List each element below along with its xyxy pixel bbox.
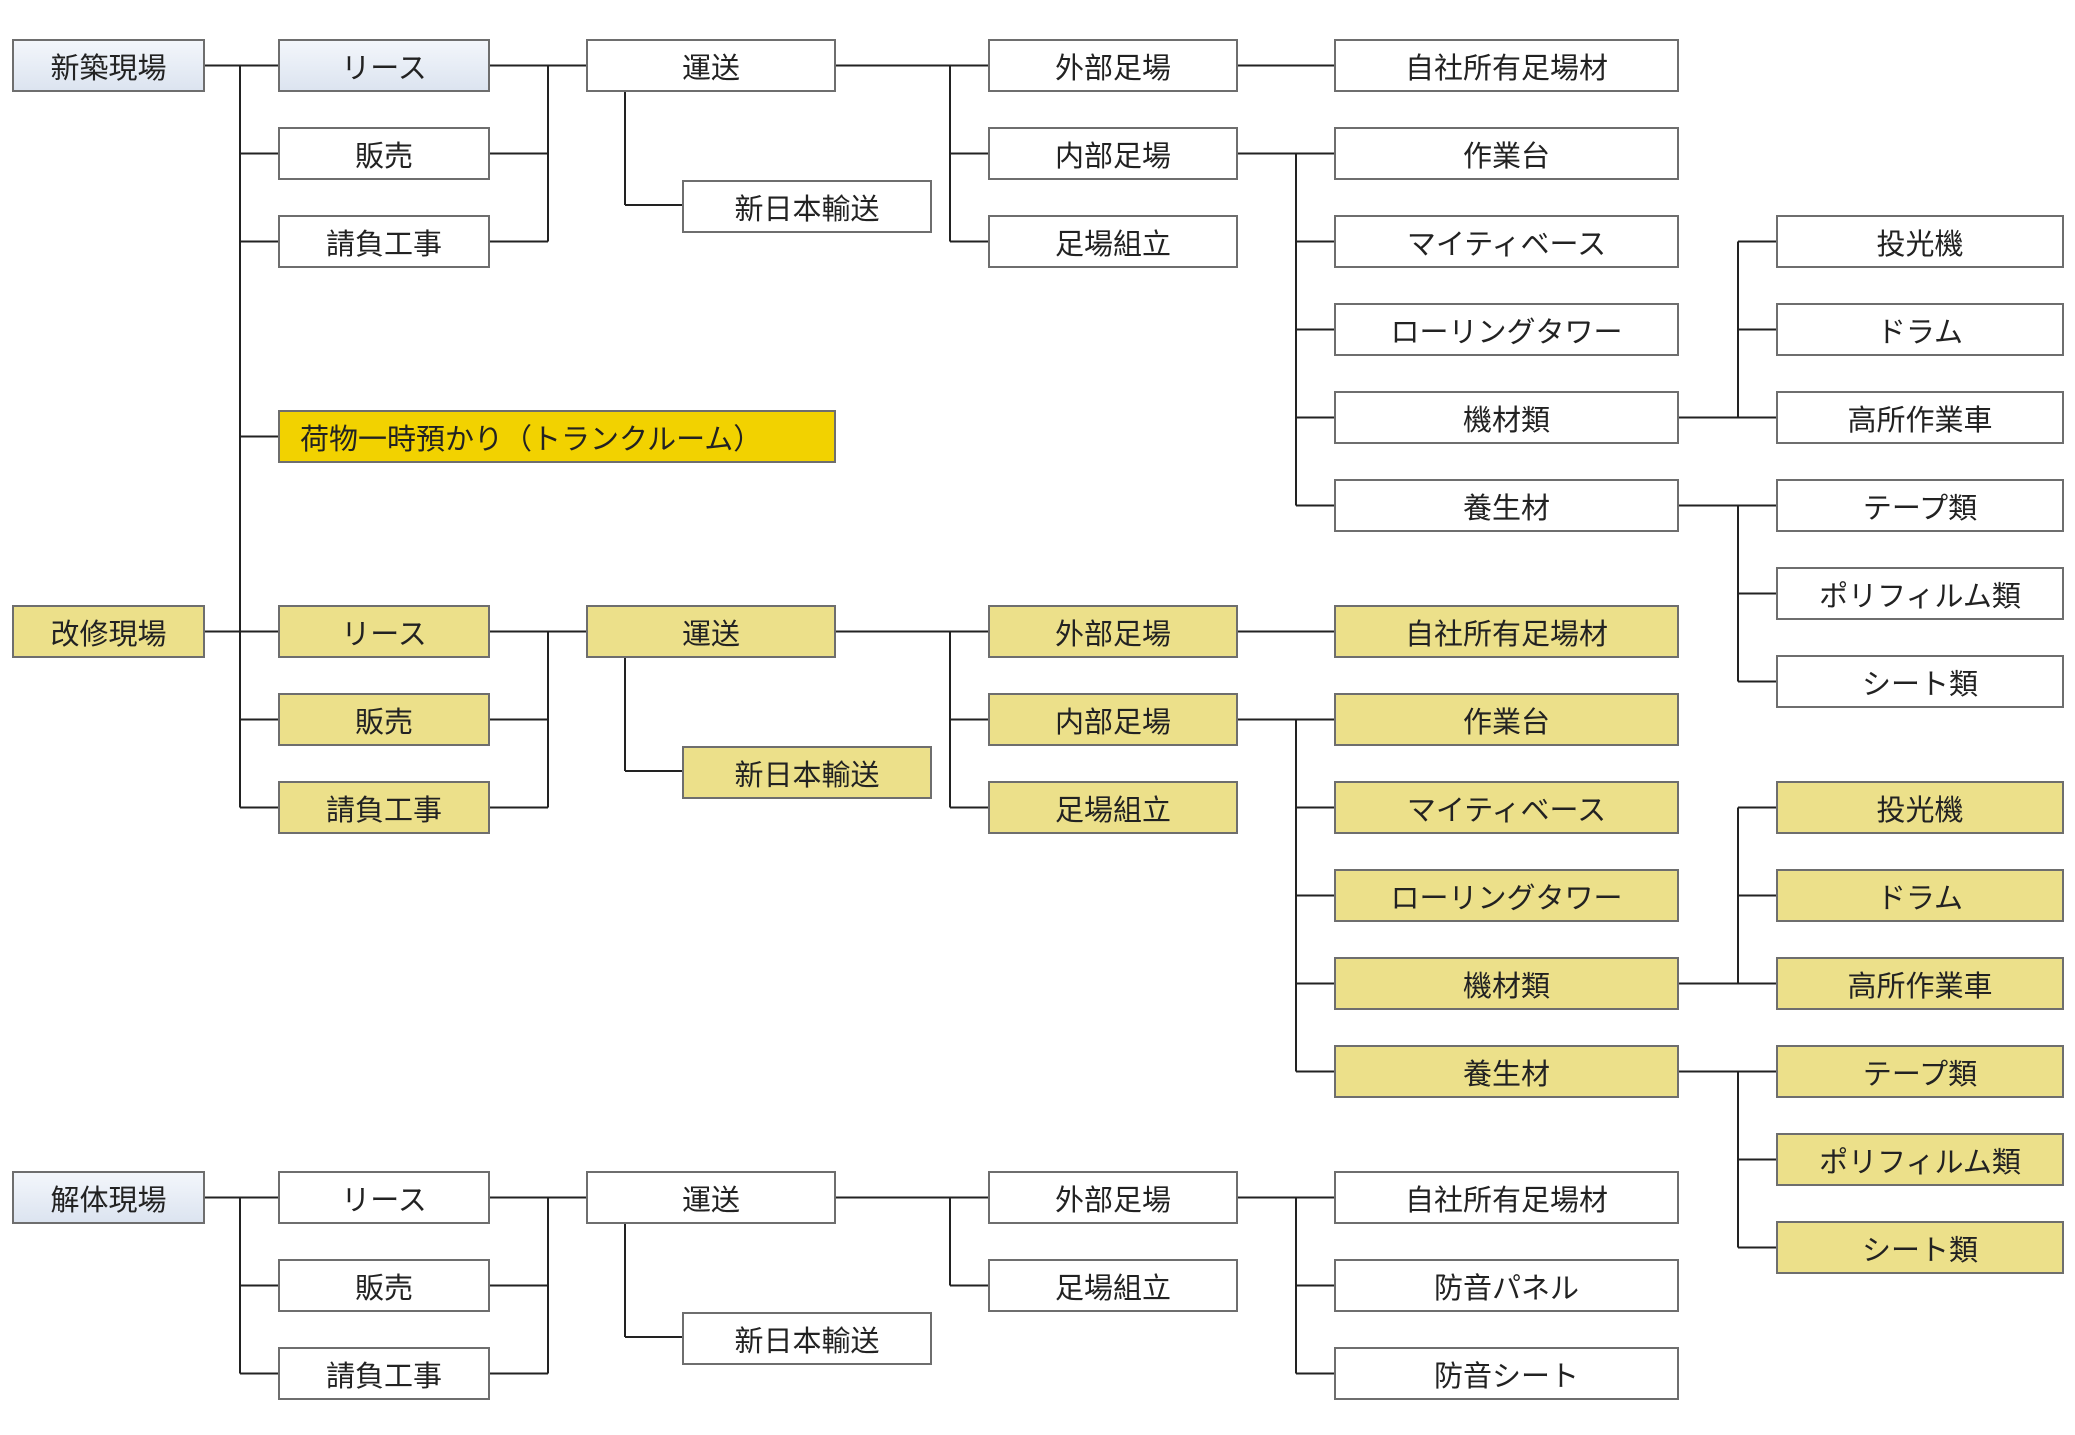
scaffold-box-assembly: 足場組立 (988, 215, 1238, 268)
service-box-sales: 販売 (278, 127, 490, 180)
curing-box-sheet: シート類 (1776, 1221, 2064, 1274)
equipment-box-drum: ドラム (1776, 303, 2064, 356)
carrier-box: 新日本輸送 (682, 1312, 932, 1365)
equipment-box-aerial-vehicle: 高所作業車 (1776, 957, 2064, 1010)
curing-box-tape: テープ類 (1776, 1045, 2064, 1098)
equipment-box-drum: ドラム (1776, 869, 2064, 922)
material-box-owned-scaffold: 自社所有足場材 (1334, 39, 1679, 92)
material-box-workbench: 作業台 (1334, 127, 1679, 180)
material-box-soundproof-panel: 防音パネル (1334, 1259, 1679, 1312)
scaffold-box-internal: 内部足場 (988, 693, 1238, 746)
storage-box-trunk-room: 荷物一時預かり（トランクルーム） (278, 410, 836, 463)
service-box-contract: 請負工事 (278, 781, 490, 834)
material-box-rolling-tower: ローリングタワー (1334, 869, 1679, 922)
transport-box: 運送 (586, 39, 836, 92)
curing-box-polyfilm: ポリフィルム類 (1776, 567, 2064, 620)
equipment-box-aerial-vehicle: 高所作業車 (1776, 391, 2064, 444)
material-box-owned-scaffold: 自社所有足場材 (1334, 605, 1679, 658)
carrier-box: 新日本輸送 (682, 180, 932, 233)
material-box-mighty-base: マイティベース (1334, 215, 1679, 268)
material-box-owned-scaffold: 自社所有足場材 (1334, 1171, 1679, 1224)
service-box-sales: 販売 (278, 1259, 490, 1312)
scaffold-box-assembly: 足場組立 (988, 781, 1238, 834)
site-box-shinchiku: 新築現場 (12, 39, 205, 92)
equipment-box-floodlight: 投光機 (1776, 215, 2064, 268)
transport-box: 運送 (586, 1171, 836, 1224)
material-box-rolling-tower: ローリングタワー (1334, 303, 1679, 356)
material-box-curing: 養生材 (1334, 479, 1679, 532)
curing-box-polyfilm: ポリフィルム類 (1776, 1133, 2064, 1186)
material-box-soundproof-sheet: 防音シート (1334, 1347, 1679, 1400)
material-box-workbench: 作業台 (1334, 693, 1679, 746)
curing-box-tape: テープ類 (1776, 479, 2064, 532)
service-box-contract: 請負工事 (278, 1347, 490, 1400)
transport-box: 運送 (586, 605, 836, 658)
site-box-kaitai: 解体現場 (12, 1171, 205, 1224)
equipment-box-floodlight: 投光機 (1776, 781, 2064, 834)
service-box-lease: リース (278, 1171, 490, 1224)
material-box-equipment: 機材類 (1334, 391, 1679, 444)
scaffold-box-external: 外部足場 (988, 39, 1238, 92)
scaffold-box-external: 外部足場 (988, 1171, 1238, 1224)
scaffold-box-assembly: 足場組立 (988, 1259, 1238, 1312)
curing-box-sheet: シート類 (1776, 655, 2064, 708)
material-box-mighty-base: マイティベース (1334, 781, 1679, 834)
site-box-kaishu: 改修現場 (12, 605, 205, 658)
service-box-contract: 請負工事 (278, 215, 490, 268)
material-box-curing: 養生材 (1334, 1045, 1679, 1098)
service-box-sales: 販売 (278, 693, 490, 746)
scaffold-box-external: 外部足場 (988, 605, 1238, 658)
service-box-lease: リース (278, 39, 490, 92)
material-box-equipment: 機材類 (1334, 957, 1679, 1010)
carrier-box: 新日本輸送 (682, 746, 932, 799)
service-box-lease: リース (278, 605, 490, 658)
scaffold-box-internal: 内部足場 (988, 127, 1238, 180)
